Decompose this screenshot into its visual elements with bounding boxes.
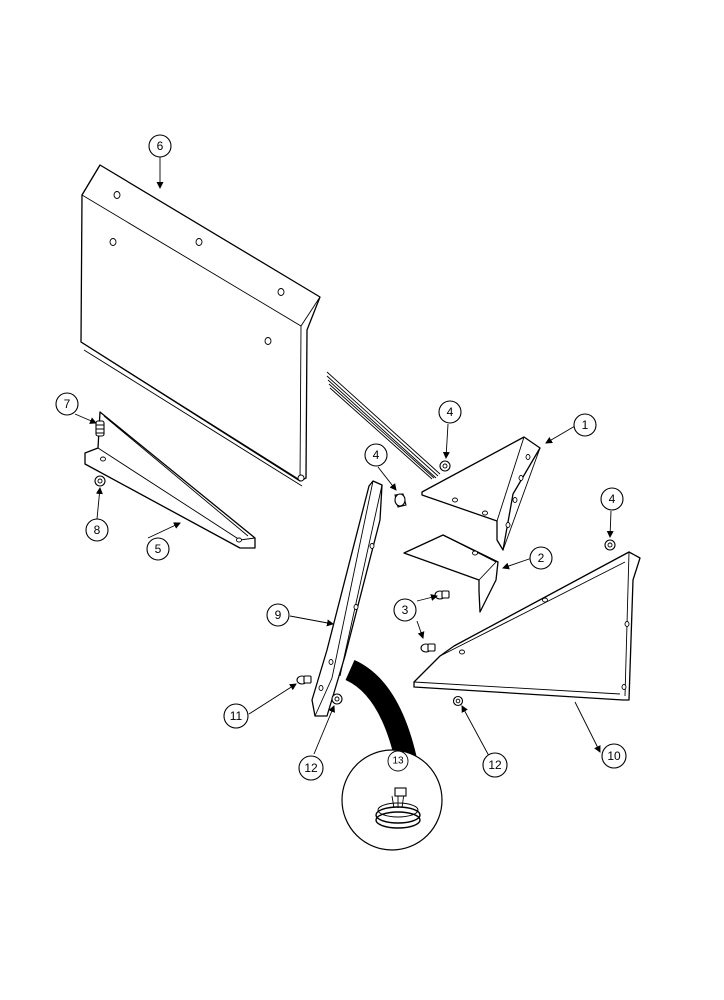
callout-11: 11 [223,703,249,729]
nut-4a [439,460,451,472]
top-angle-bracket [421,436,541,551]
wire-lines [326,371,441,480]
callout-9-label: 9 [275,608,282,622]
callout-7: 7 [55,392,79,416]
callout-6-label: 6 [157,139,164,153]
callout-2: 2 [529,546,553,570]
callout-4c: 4 [600,487,624,511]
callout-5: 5 [146,537,170,561]
callout-4b: 4 [364,443,388,467]
callout-4a: 4 [438,400,462,424]
triangular-panel [413,551,641,701]
callout-13-label: 13 [392,756,404,767]
callout-1: 1 [573,413,597,437]
bolt-3a [434,590,450,600]
callout-1-label: 1 [582,418,589,432]
callout-8-label: 8 [94,523,101,537]
callout-12a-label: 12 [304,761,318,775]
callout-4a-label: 4 [447,405,454,419]
callout-12a: 12 [298,755,324,781]
bolt-3b [420,643,436,653]
callout-12b: 12 [482,752,508,778]
callout-10: 10 [601,743,627,769]
callout-8: 8 [85,518,109,542]
small-angle-bracket [403,534,499,613]
leader-lines [74,157,614,757]
nut-4b [394,493,407,508]
callout-4c-label: 4 [609,492,616,506]
callout-11-label: 11 [230,709,243,723]
shield-plate [80,164,321,487]
callout-9: 9 [266,603,290,627]
vertical-strut [311,480,383,717]
callout-3: 3 [393,598,417,622]
callout-3-label: 3 [402,603,409,617]
callout-6: 6 [148,134,172,158]
nut-12b [452,695,464,707]
bolt-7 [95,420,105,437]
callout-2-label: 2 [538,551,545,565]
callout-13: 13 [387,750,409,772]
callout-7-label: 7 [64,397,71,411]
bolt-11 [296,675,312,685]
callout-4b-label: 4 [373,448,380,462]
callout-5-label: 5 [155,542,162,556]
nut-8 [94,475,106,487]
left-support-bracket [84,411,256,549]
callout-12b-label: 12 [488,758,502,772]
nut-12a [331,693,343,705]
nut-4c [604,539,616,551]
callout-10-label: 10 [607,749,621,763]
